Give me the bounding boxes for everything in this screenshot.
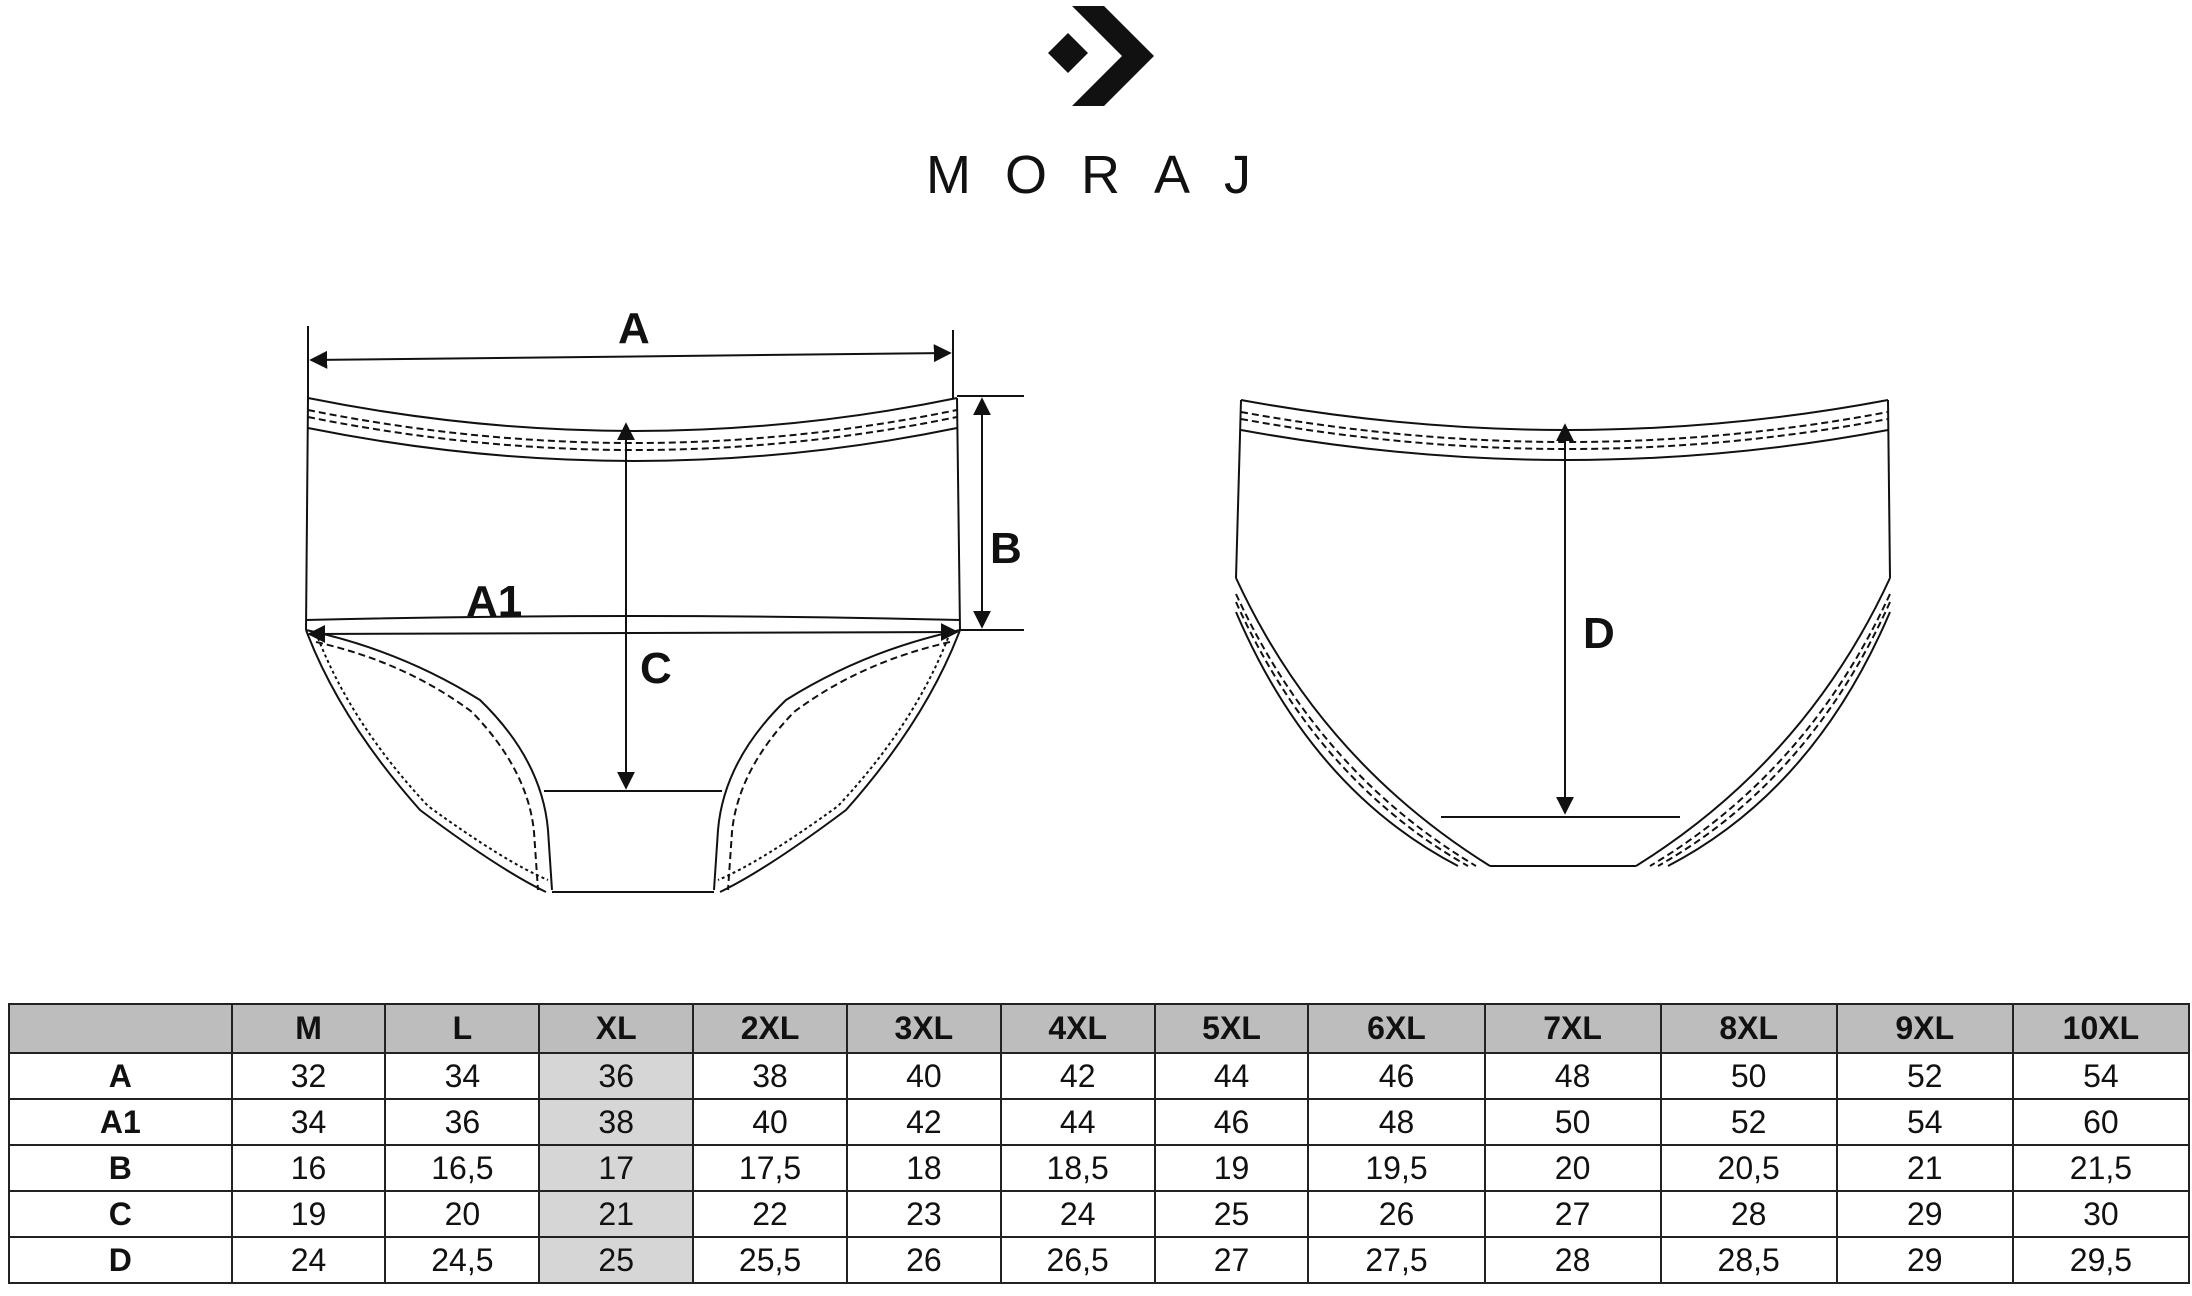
table-cell: 25 bbox=[538, 1236, 695, 1284]
table-cell: 46 bbox=[1153, 1098, 1310, 1146]
front-garment-outline bbox=[305, 397, 961, 893]
table-cell: 24 bbox=[230, 1236, 387, 1284]
table-cell: 23 bbox=[845, 1190, 1002, 1238]
table-cell: 24 bbox=[999, 1190, 1156, 1238]
table-cell: 36 bbox=[538, 1052, 695, 1100]
table-cell: 21 bbox=[538, 1190, 695, 1238]
size-header-6xl: 6XL bbox=[1307, 1003, 1486, 1054]
back-garment-outline bbox=[1235, 399, 1891, 867]
size-header-xl: XL bbox=[538, 1003, 695, 1054]
table-cell: 17 bbox=[538, 1144, 695, 1192]
row-label-a: A bbox=[8, 1052, 233, 1100]
table-cell: 29 bbox=[1835, 1236, 2014, 1284]
size-header-5xl: 5XL bbox=[1153, 1003, 1310, 1054]
table-cell: 26 bbox=[845, 1236, 1002, 1284]
size-header-10xl: 10XL bbox=[2011, 1003, 2191, 1054]
label-a: A bbox=[618, 304, 650, 353]
table-cell: 22 bbox=[692, 1190, 848, 1238]
table-cell: 38 bbox=[538, 1098, 695, 1146]
table-cell: 19 bbox=[230, 1190, 387, 1238]
table-cell: 26,5 bbox=[999, 1236, 1156, 1284]
table-cell: 48 bbox=[1483, 1052, 1662, 1100]
size-header-m: M bbox=[230, 1003, 387, 1054]
table-cell: 50 bbox=[1483, 1098, 1662, 1146]
table-cell: 20 bbox=[1483, 1144, 1662, 1192]
table-cell: 16,5 bbox=[384, 1144, 541, 1192]
table-cell: 38 bbox=[692, 1052, 848, 1100]
row-label-a1: A1 bbox=[8, 1098, 233, 1146]
table-cell: 25 bbox=[1153, 1190, 1310, 1238]
table-cell: 16 bbox=[230, 1144, 387, 1192]
table-cell: 60 bbox=[2011, 1098, 2191, 1146]
label-a1: A1 bbox=[466, 577, 522, 626]
dimension-a1-line bbox=[307, 623, 959, 643]
table-cell: 29 bbox=[1835, 1190, 2014, 1238]
table-cell: 54 bbox=[2011, 1052, 2191, 1100]
table-cell: 20 bbox=[384, 1190, 541, 1238]
dimension-a-line bbox=[309, 344, 952, 369]
table-cell: 34 bbox=[230, 1098, 387, 1146]
table-cell: 52 bbox=[1659, 1098, 1838, 1146]
moraj-chevron-logo-icon bbox=[1048, 6, 1154, 106]
row-label-c: C bbox=[8, 1190, 233, 1238]
label-d: D bbox=[1583, 609, 1615, 658]
size-header-corner bbox=[8, 1003, 233, 1054]
table-cell: 32 bbox=[230, 1052, 387, 1100]
table-cell: 42 bbox=[845, 1098, 1002, 1146]
table-cell: 21,5 bbox=[2011, 1144, 2191, 1192]
table-cell: 17,5 bbox=[692, 1144, 848, 1192]
table-cell: 27,5 bbox=[1307, 1236, 1486, 1284]
table-cell: 26 bbox=[1307, 1190, 1486, 1238]
table-cell: 28,5 bbox=[1659, 1236, 1838, 1284]
table-cell: 40 bbox=[845, 1052, 1002, 1100]
table-cell: 48 bbox=[1307, 1098, 1486, 1146]
table-cell: 46 bbox=[1307, 1052, 1486, 1100]
table-cell: 34 bbox=[384, 1052, 541, 1100]
table-cell: 28 bbox=[1659, 1190, 1838, 1238]
label-c: C bbox=[640, 644, 672, 693]
front-dimension-lines bbox=[307, 326, 1024, 790]
table-cell: 18,5 bbox=[999, 1144, 1156, 1192]
table-cell: 25,5 bbox=[692, 1236, 848, 1284]
size-header-2xl: 2XL bbox=[692, 1003, 848, 1054]
table-cell: 19,5 bbox=[1307, 1144, 1486, 1192]
size-header-7xl: 7XL bbox=[1483, 1003, 1662, 1054]
size-header-4xl: 4XL bbox=[999, 1003, 1156, 1054]
table-cell: 18 bbox=[845, 1144, 1002, 1192]
table-cell: 29,5 bbox=[2011, 1236, 2191, 1284]
table-cell: 50 bbox=[1659, 1052, 1838, 1100]
size-header-3xl: 3XL bbox=[845, 1003, 1002, 1054]
size-header-9xl: 9XL bbox=[1835, 1003, 2014, 1054]
table-cell: 21 bbox=[1835, 1144, 2014, 1192]
label-b: B bbox=[990, 524, 1022, 573]
table-cell: 54 bbox=[1835, 1098, 2014, 1146]
row-label-d: D bbox=[8, 1236, 233, 1284]
table-cell: 20,5 bbox=[1659, 1144, 1838, 1192]
table-cell: 36 bbox=[384, 1098, 541, 1146]
table-cell: 42 bbox=[999, 1052, 1156, 1100]
brand-name: MORAJ bbox=[926, 145, 1285, 205]
table-cell: 19 bbox=[1153, 1144, 1310, 1192]
table-cell: 27 bbox=[1153, 1236, 1310, 1284]
table-cell: 27 bbox=[1483, 1190, 1662, 1238]
table-cell: 28 bbox=[1483, 1236, 1662, 1284]
table-cell: 44 bbox=[1153, 1052, 1310, 1100]
size-header-8xl: 8XL bbox=[1659, 1003, 1838, 1054]
table-cell: 40 bbox=[692, 1098, 848, 1146]
table-cell: 44 bbox=[999, 1098, 1156, 1146]
size-header-l: L bbox=[384, 1003, 541, 1054]
table-cell: 24,5 bbox=[384, 1236, 541, 1284]
table-cell: 52 bbox=[1835, 1052, 2014, 1100]
row-label-b: B bbox=[8, 1144, 233, 1192]
table-cell: 30 bbox=[2011, 1190, 2191, 1238]
